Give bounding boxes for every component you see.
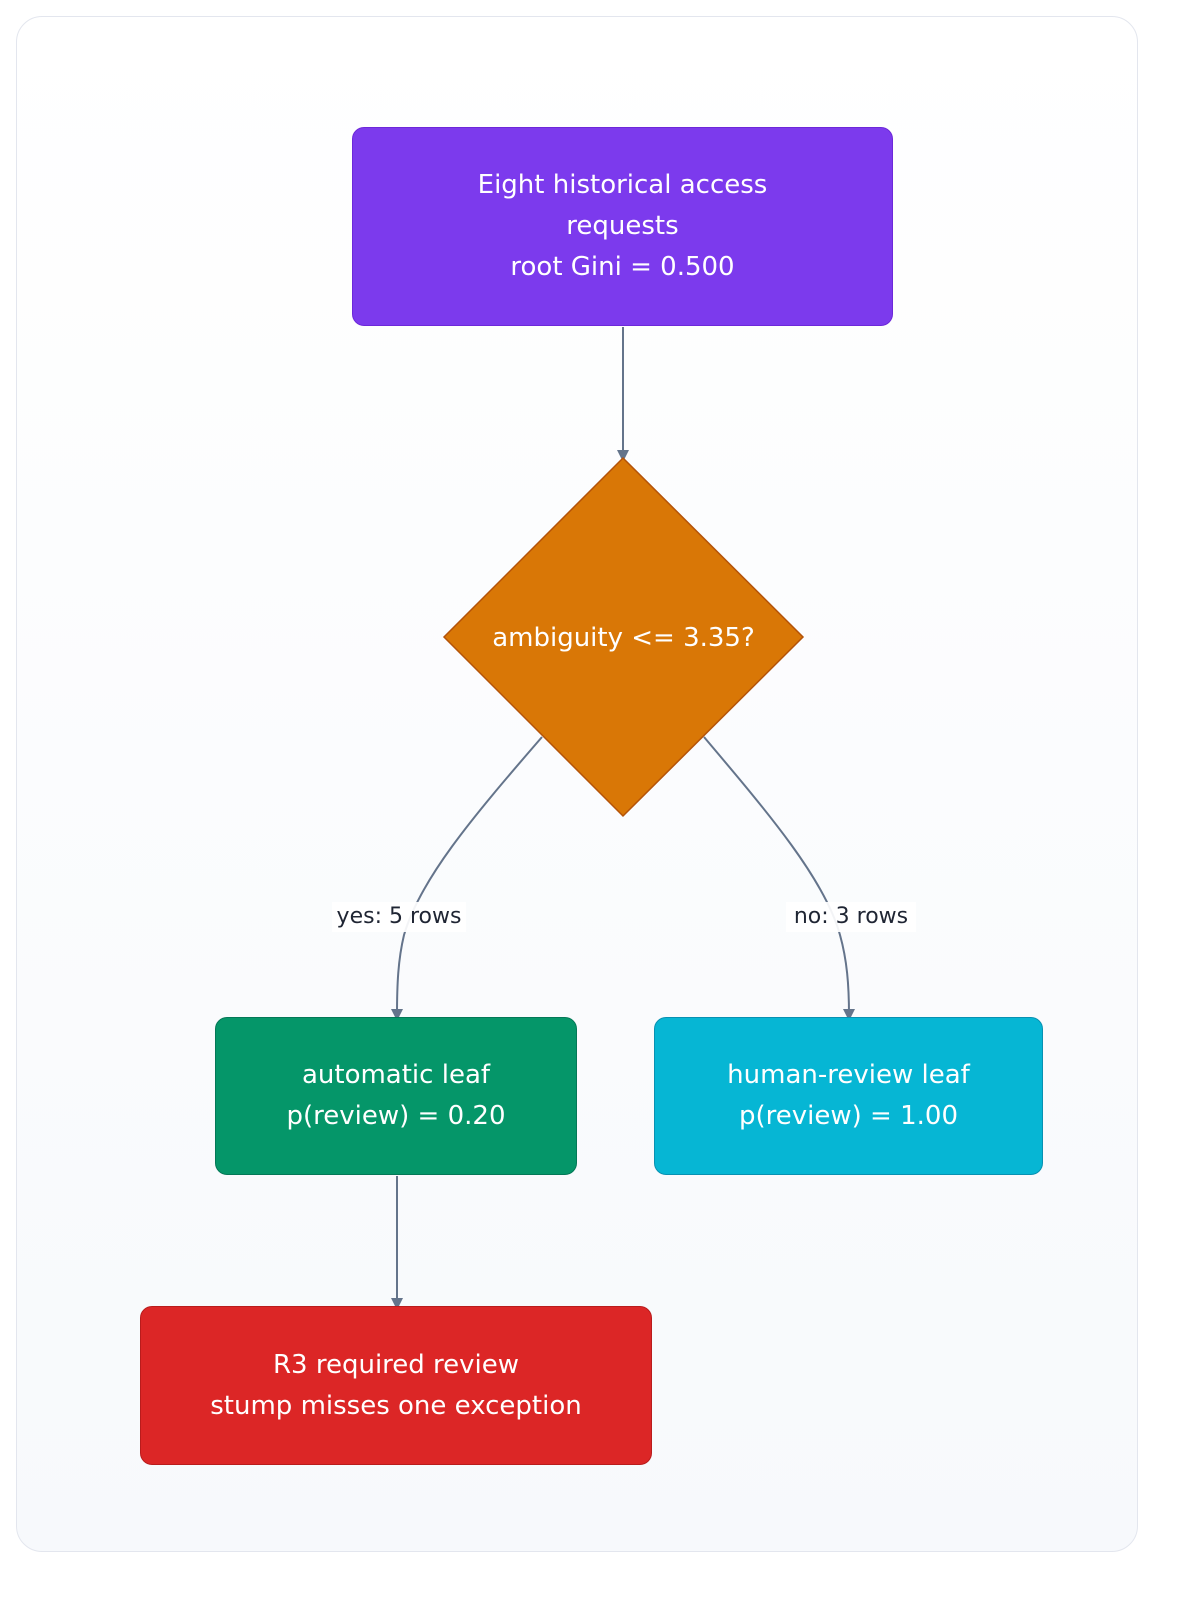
root-node-line-3: root Gini = 0.500	[510, 252, 735, 282]
exception-line-2: stump misses one exception	[210, 1390, 582, 1421]
human-review-leaf-line-2: p(review) = 1.00	[739, 1101, 958, 1131]
root-node-line-1: Eight historical access	[477, 170, 768, 200]
exception-node: R3 required review stump misses one exce…	[140, 1306, 652, 1465]
automatic-leaf-line-2: p(review) = 0.20	[286, 1101, 506, 1131]
exception-line-1: R3 required review	[272, 1349, 520, 1380]
human-review-leaf-node: human-review leaf p(review) = 1.00	[654, 1017, 1043, 1175]
edge-label-yes: yes: 5 rows	[332, 902, 466, 932]
decision-node-label: ambiguity <= 3.35?	[492, 623, 755, 653]
root-node-line-2: requests	[566, 211, 679, 241]
automatic-leaf-node: automatic leaf p(review) = 0.20	[215, 1017, 577, 1175]
automatic-leaf-line-1: automatic leaf	[301, 1060, 491, 1090]
edge-decision-to-automatic-leaf	[391, 736, 543, 1021]
root-node: Eight historical access requests root Gi…	[352, 127, 893, 326]
edge-decision-to-human-leaf	[703, 736, 855, 1021]
edge-label-no: no: 3 rows	[786, 902, 916, 932]
decision-diamond	[442, 456, 805, 818]
human-review-leaf-line-1: human-review leaf	[727, 1060, 970, 1090]
